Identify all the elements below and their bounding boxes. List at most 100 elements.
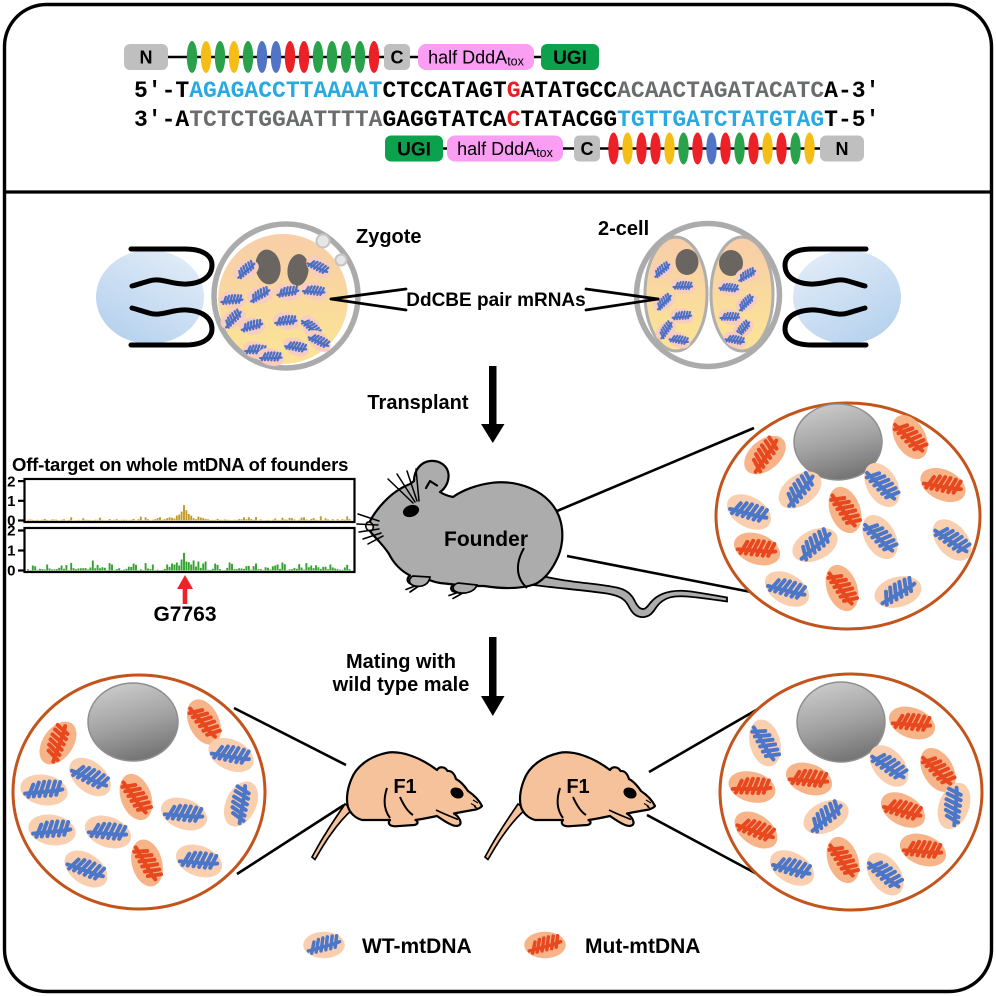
mito-cristae-pattern (880, 575, 917, 607)
mito-cristae-pattern (220, 294, 244, 305)
mito-cristae-pattern (735, 818, 777, 842)
pipette-bulb (793, 250, 901, 344)
mito-cristae-pattern (943, 785, 963, 828)
mouse-eye (450, 787, 464, 799)
mouse-body (345, 751, 484, 828)
mitochondrion-embryo (734, 293, 758, 312)
two-cell-label: 2-cell (598, 218, 649, 240)
mito-cristae-pattern (724, 334, 745, 345)
zoom-line (236, 803, 345, 876)
zygote-label: Zygote (356, 226, 422, 248)
mitochondrion-embryo (650, 261, 674, 279)
mitochondrion-mut (825, 564, 859, 612)
mito-cristae-pattern (656, 292, 672, 311)
tale-repeat-oval-T (298, 41, 310, 73)
mouse-hind-leg-line (556, 787, 564, 819)
g7763-arrow (177, 575, 193, 604)
mitochondrion-mut (888, 706, 936, 740)
tale-repeat-oval-C (256, 41, 268, 73)
mouse-front-leg-line (435, 809, 459, 821)
tale-repeat-oval-A (734, 132, 745, 165)
g7763-label: G7763 (153, 603, 216, 626)
mitochondrion-wt (69, 757, 111, 797)
mito-cristae-pattern (69, 764, 110, 790)
tale-repeat-oval-G (228, 41, 240, 73)
nucleus (719, 250, 743, 276)
y-tick-label: 0 (7, 513, 15, 530)
mitochondrion-wt (64, 850, 108, 888)
mitochondrion-mut (826, 836, 860, 884)
zoom-line (233, 706, 347, 767)
f1-mouse-right: F1 (483, 751, 657, 861)
n-terminus-label: N (836, 139, 849, 159)
mito-cristae-pattern (306, 933, 342, 955)
mito-cristae-pattern (867, 860, 905, 889)
mitochondrion-mut (131, 839, 164, 887)
mitochondrion-wt (20, 774, 68, 806)
mitochondrion-embryo (272, 312, 300, 330)
mito-cristae-pattern (738, 266, 757, 283)
mouse-body (366, 459, 564, 595)
tale-repeat-oval-A (312, 41, 324, 73)
tale-repeat-oval-G (200, 41, 212, 73)
pipette-jaw (782, 246, 869, 289)
tale-repeat-oval-A (354, 41, 366, 73)
mito-cristae-pattern (306, 260, 330, 274)
mitochondrion-wt (208, 737, 254, 773)
mitochondrion-mut (734, 811, 778, 849)
f1-cell-zoom-right (718, 672, 984, 912)
tale-repeat-oval-T (748, 132, 759, 165)
mitochondrion-embryo (671, 278, 695, 294)
mito-cristae-pattern (901, 839, 944, 859)
mito-cristae-pattern (810, 799, 843, 834)
mito-cristae-pattern (728, 501, 769, 523)
mitochondrion-embryo (218, 291, 246, 309)
mitochondrion-wt (223, 781, 259, 827)
mouse-eye (402, 504, 420, 518)
f1-label: F1 (393, 776, 416, 798)
legend-wt-mito-icon (303, 931, 345, 959)
mitochondrion-wt (937, 782, 971, 830)
legend-mut-mito-icon (524, 931, 566, 959)
tale-repeat-oval-A (214, 41, 226, 73)
tale-repeat-oval-C (270, 41, 282, 73)
mitochondrion-mut (920, 747, 957, 793)
mouse-chest-line (399, 796, 414, 816)
mito-cristae-pattern (920, 755, 957, 786)
mito-cristae-pattern (771, 857, 812, 879)
offtarget-title: Off-target on whole mtDNA of founders (12, 454, 348, 475)
mitochondrion-wt (160, 797, 208, 831)
mito-cristae-pattern (527, 933, 563, 955)
cell-nucleus (87, 682, 179, 762)
mitochondrion-wt (862, 514, 899, 560)
mito-cristae-pattern (719, 311, 741, 322)
mouse-hind-leg-line (517, 547, 528, 589)
mito-cristae-pattern (187, 706, 222, 739)
chart-bars (27, 505, 351, 521)
mitochondrion-mut (733, 532, 781, 566)
c-terminus-box (384, 44, 410, 70)
mito-cristae-pattern (46, 722, 70, 764)
founder-mouse: Founder (356, 459, 728, 618)
mitochondrion-embryo (307, 330, 331, 352)
mito-cristae-pattern (237, 259, 256, 280)
mito-cristae-pattern (654, 261, 671, 279)
mitochondrion-embryo (257, 348, 285, 366)
mito-cristae-pattern (668, 334, 689, 345)
tale-repeat-oval-A (186, 41, 198, 73)
mitochondrion-wt (28, 814, 76, 846)
founder-label: Founder (444, 528, 528, 551)
mito-cristae-pattern (672, 280, 694, 291)
mito-cristae-pattern (829, 493, 862, 528)
ugi-label: UGI (553, 48, 587, 69)
mito-cristae-pattern (892, 422, 929, 453)
pipette-jaw (128, 246, 215, 289)
holding-pipette-left (96, 246, 215, 348)
mito-cristae-pattern (230, 784, 251, 826)
mito-cristae-pattern (751, 435, 779, 474)
mitochondrion-mut (880, 792, 926, 828)
mouse-ear-inner (424, 479, 439, 490)
mito-cristae-pattern (921, 474, 963, 495)
two-cell-embryo (633, 220, 783, 370)
